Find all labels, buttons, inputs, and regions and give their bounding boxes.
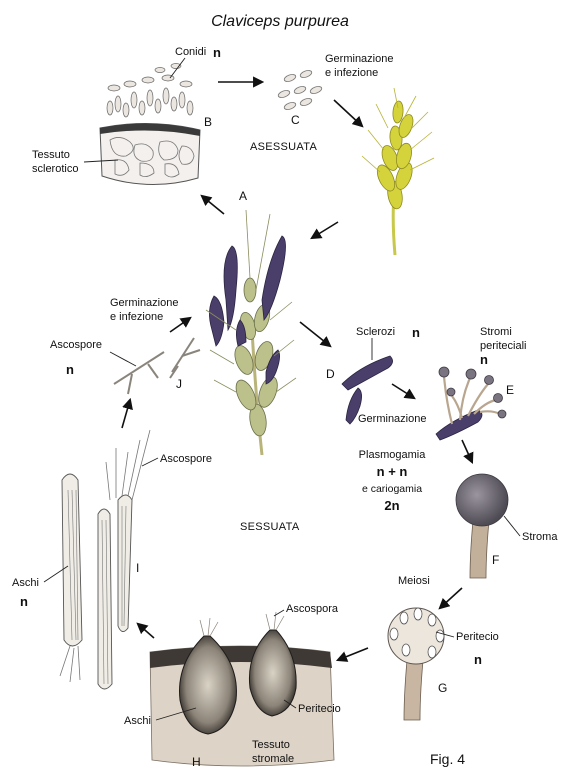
stage-a-infected-spike bbox=[206, 210, 296, 455]
ploidy-aschi-i: n bbox=[20, 594, 28, 609]
stage-d-letter: D bbox=[326, 367, 335, 381]
label-germinazione-c-1: Germinazione bbox=[325, 53, 393, 65]
ploidy-sclerozi: n bbox=[412, 325, 420, 340]
ploidy-plasmogamia: n + n bbox=[377, 464, 408, 479]
stage-j-letter: J bbox=[176, 377, 182, 391]
stage-b-letter: B bbox=[204, 115, 212, 129]
label-germinazione-j-2: e infezione bbox=[110, 311, 163, 323]
stage-b-illustration bbox=[100, 64, 200, 185]
ploidy-stromi: n bbox=[480, 352, 488, 367]
label-sclerozi: Sclerozi bbox=[356, 326, 395, 338]
healthy-wheat-spike bbox=[362, 88, 434, 255]
label-stromi-2: periteciali bbox=[480, 340, 526, 352]
label-germinazione-c-2: e infezione bbox=[325, 67, 378, 79]
label-germinazione-d: Germinazione bbox=[358, 413, 426, 425]
label-aschi-h: Aschi bbox=[124, 715, 151, 727]
stage-j-ascospores bbox=[114, 338, 200, 394]
stage-a-letter: A bbox=[239, 189, 247, 203]
stage-i-letter: I bbox=[136, 561, 139, 575]
stage-g-perithecium bbox=[388, 608, 444, 720]
label-conidi: Conidi bbox=[175, 46, 206, 58]
ploidy-peritecio-g: n bbox=[474, 652, 482, 667]
label-germinazione-j-1: Germinazione bbox=[110, 297, 178, 309]
label-ascospore-i: Ascospore bbox=[160, 453, 212, 465]
label-peritecio-h: Peritecio bbox=[298, 703, 341, 715]
stage-c-conidia bbox=[277, 69, 322, 111]
phase-asessuata: ASESSUATA bbox=[250, 141, 317, 153]
label-plasmogamia: Plasmogamia bbox=[359, 449, 427, 461]
label-tessuto-sclerotico-1: Tessuto bbox=[32, 149, 70, 161]
ploidy-cariogamia: 2n bbox=[384, 498, 399, 513]
diagram-title: Claviceps purpurea bbox=[211, 13, 349, 30]
phase-sessuata: SESSUATA bbox=[240, 521, 300, 533]
stage-h-perithecia bbox=[150, 612, 334, 766]
stage-f-letter: F bbox=[492, 553, 499, 567]
label-stromi-1: Stromi bbox=[480, 326, 512, 338]
stage-i-asci bbox=[60, 430, 150, 689]
ploidy-conidi: n bbox=[213, 45, 221, 60]
ploidy-ascospore-j: n bbox=[66, 362, 74, 377]
stage-f-stroma bbox=[456, 474, 508, 578]
label-stroma: Stroma bbox=[522, 531, 558, 543]
label-tessuto-stromale-1: Tessuto bbox=[252, 739, 290, 751]
label-ascospore-j: Ascospore bbox=[50, 339, 102, 351]
label-ascospora-h: Ascospora bbox=[286, 603, 339, 615]
stage-e-letter: E bbox=[506, 383, 514, 397]
stage-e-stromata bbox=[436, 367, 506, 440]
label-meiosi: Meiosi bbox=[398, 575, 430, 587]
stage-h-letter: H bbox=[192, 755, 201, 769]
label-tessuto-sclerotico-2: sclerotico bbox=[32, 163, 78, 175]
stage-c-letter: C bbox=[291, 113, 300, 127]
figure-label: Fig. 4 bbox=[430, 751, 465, 767]
label-tessuto-stromale-2: stromale bbox=[252, 753, 294, 765]
label-peritecio-g: Peritecio bbox=[456, 631, 499, 643]
stage-g-letter: G bbox=[438, 681, 447, 695]
label-aschi-i: Aschi bbox=[12, 577, 39, 589]
label-cariogamia: e cariogamia bbox=[362, 483, 422, 495]
